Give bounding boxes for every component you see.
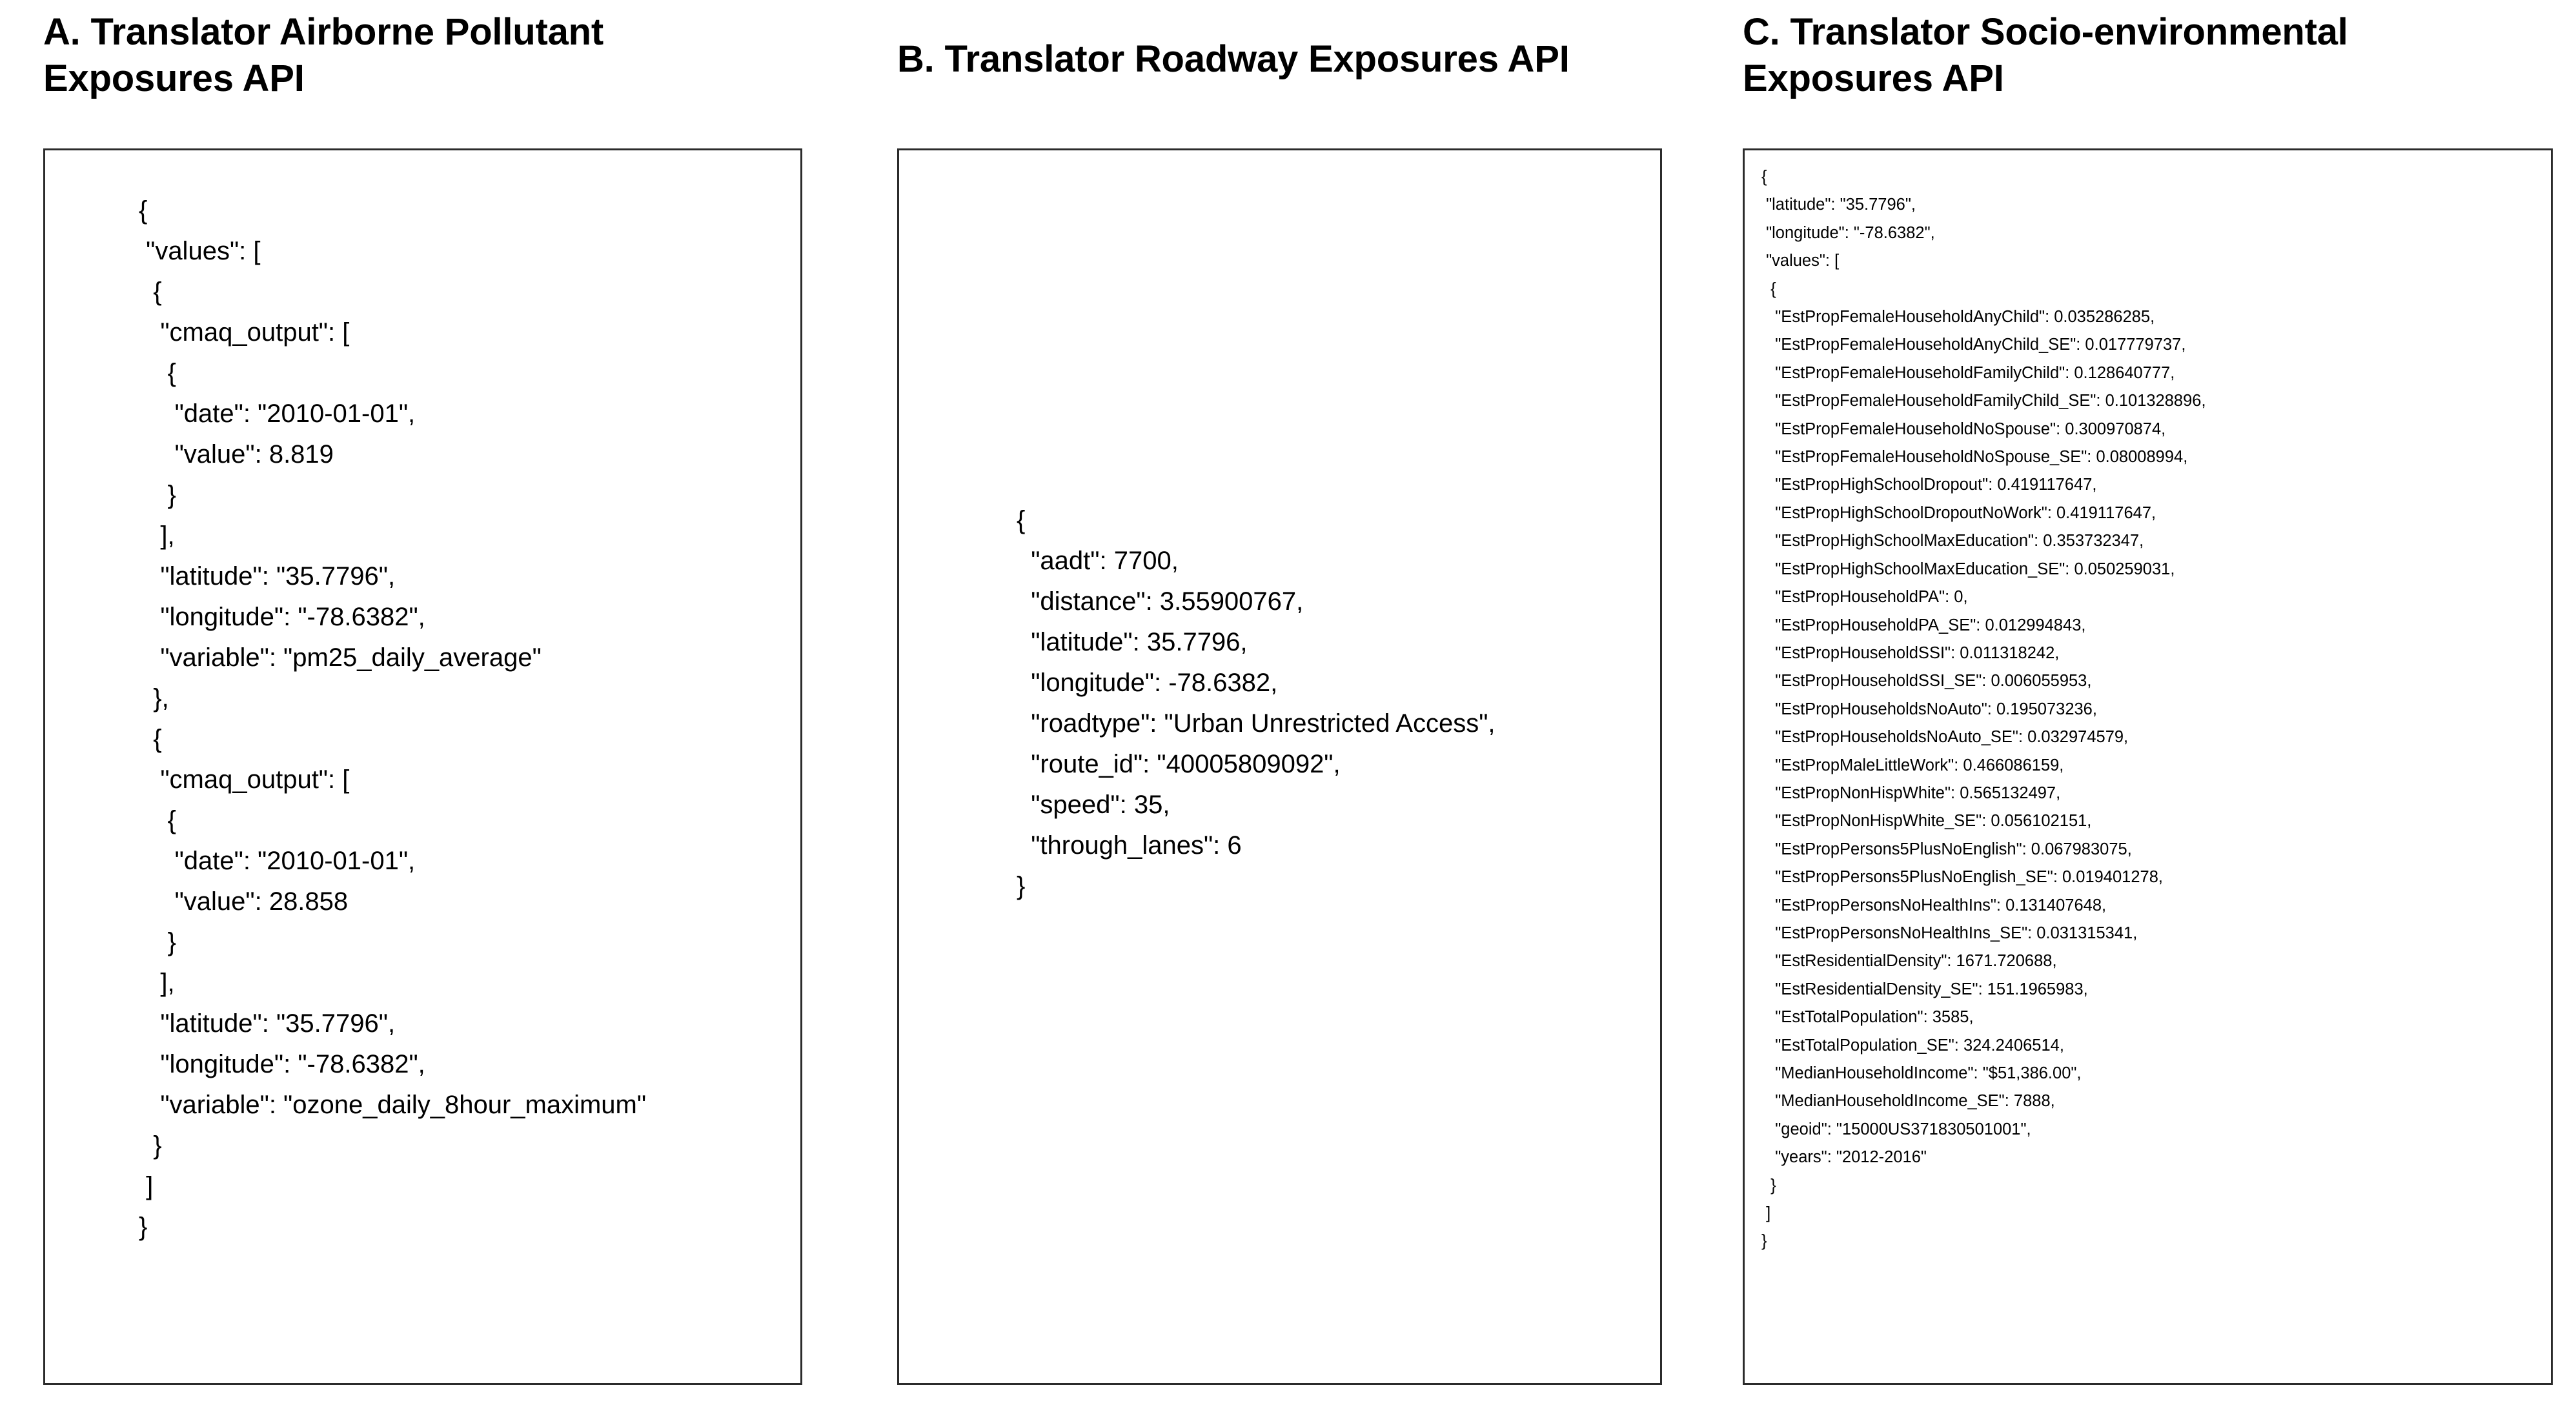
panel-b-code-box: { "aadt": 7700, "distance": 3.55900767, … — [897, 148, 1662, 1385]
panel-b-title: B. Translator Roadway Exposures API — [897, 38, 1570, 80]
panel-b-json-body: { "aadt": 7700, "distance": 3.55900767, … — [1017, 506, 1496, 900]
panel-a: A. Translator Airborne Pollutant Exposur… — [43, 9, 818, 1385]
panel-c-code-box: { "latitude": "35.7796", "longitude": "-… — [1743, 148, 2553, 1385]
panel-b: B. Translator Roadway Exposures API { "a… — [897, 9, 1672, 1385]
panel-a-code-box: { "values": [ { "cmaq_output": [ { "date… — [43, 148, 802, 1385]
panel-c-json-body: { "latitude": "35.7796", "longitude": "-… — [1761, 168, 2206, 1251]
panel-a-json-body: { "values": [ { "cmaq_output": [ { "date… — [139, 196, 647, 1241]
panel-c: C. Translator Socio-environmental Exposu… — [1743, 9, 2562, 1385]
panel-c-title: C. Translator Socio-environmental Exposu… — [1743, 11, 2348, 99]
panel-a-title: A. Translator Airborne Pollutant Exposur… — [43, 11, 603, 99]
